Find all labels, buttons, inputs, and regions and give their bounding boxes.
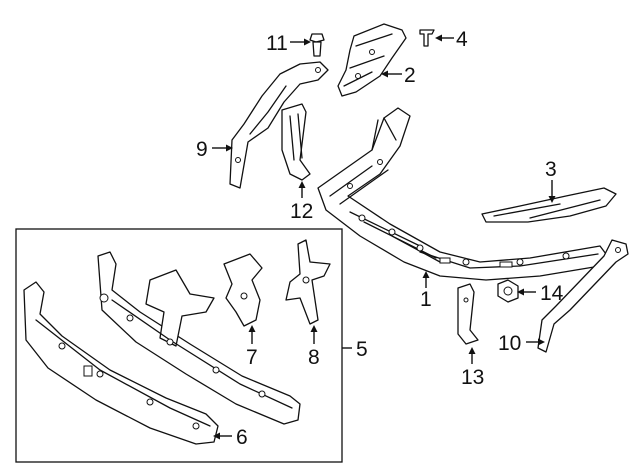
callout-5: 5 [356,338,368,361]
part-13-bracket [457,283,479,345]
part-6-crossmember [23,281,219,445]
part-1-radiator-support [317,107,607,281]
callout-9: 9 [196,138,208,161]
part-10-support [537,239,629,353]
callout-3: 3 [545,158,557,181]
callout-labels: 11 4 2 3 9 12 1 14 10 13 7 8 5 6 [196,28,564,449]
callout-6: 6 [236,426,248,449]
part-5-frame [97,251,301,425]
part-14-nut [497,279,519,303]
callout-2: 2 [404,64,416,87]
part-3-deflector [481,187,617,223]
part-9-arm-bracket [229,61,329,189]
callout-14: 14 [540,282,564,305]
part-4-clip [419,29,435,47]
part-7-bracket [223,253,263,327]
callout-11: 11 [266,32,288,55]
part-2-bracket [337,23,407,97]
part-5-group-box [15,228,343,463]
part-12-bracket [281,103,311,181]
callout-7: 7 [246,346,258,369]
callout-10: 10 [498,332,521,355]
callout-4: 4 [456,28,468,51]
leader-lines [212,34,556,440]
callout-1: 1 [420,288,432,311]
callout-8: 8 [308,346,320,369]
callout-13: 13 [461,366,484,389]
callout-12: 12 [290,200,313,223]
part-11-bolt [309,33,325,57]
part-8-bracket [285,239,331,325]
